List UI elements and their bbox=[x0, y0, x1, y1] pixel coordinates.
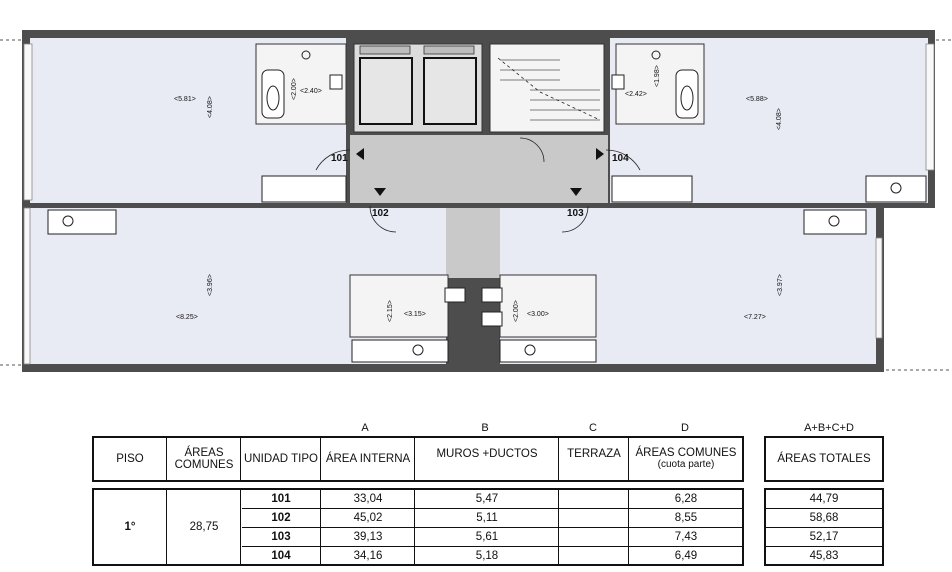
header-total: ÁREAS TOTALES bbox=[764, 436, 884, 482]
column-letter-d: D bbox=[681, 422, 689, 434]
unit-cell: 104 bbox=[271, 549, 291, 562]
piso-value: 1° bbox=[124, 521, 136, 533]
unit-label-101: 101 bbox=[331, 153, 348, 164]
area-interna-cell: 34,16 bbox=[353, 549, 383, 562]
header-cuota-parte: (cuota parte) bbox=[657, 459, 715, 470]
muros-cell: 5,61 bbox=[475, 531, 499, 543]
dim-label: <2.40> bbox=[300, 88, 322, 95]
building-walls bbox=[22, 30, 935, 372]
comunes-cell: 6,49 bbox=[674, 549, 698, 562]
total-cell: 58,68 bbox=[809, 512, 839, 524]
bath-102 bbox=[349, 274, 449, 338]
comunes-cell: 6,28 bbox=[674, 493, 698, 505]
header-area-interna: ÁREA INTERNA bbox=[325, 453, 411, 465]
dim-label: <5.88> bbox=[746, 96, 768, 103]
terraza-cell bbox=[560, 509, 628, 527]
dim-label: <1.98> bbox=[654, 65, 661, 87]
dim-label: <3.97> bbox=[777, 274, 784, 296]
elevator-2 bbox=[423, 57, 477, 125]
dim-label: <8.25> bbox=[176, 314, 198, 321]
common-hall bbox=[350, 135, 608, 203]
header-terraza: TERRAZA bbox=[567, 448, 621, 460]
terraza-cell bbox=[560, 490, 628, 508]
muros-cell: 5,47 bbox=[475, 493, 499, 505]
unit-label-104: 104 bbox=[612, 153, 629, 164]
area-interna-cell: 33,04 bbox=[353, 493, 383, 505]
unit-label-103: 103 bbox=[567, 208, 584, 219]
dim-label: <4.08> bbox=[207, 96, 214, 118]
column-letter-c: C bbox=[589, 422, 597, 434]
staircase bbox=[489, 43, 605, 133]
dim-label: <4.08> bbox=[776, 108, 783, 130]
area-interna-cell: 39,13 bbox=[353, 531, 383, 543]
common-corridor bbox=[446, 208, 500, 278]
unit-cell: 103 bbox=[271, 531, 291, 543]
comunes-cell: 8,55 bbox=[674, 512, 698, 524]
unit-cell: 102 bbox=[271, 512, 291, 524]
dim-label: <3.15> bbox=[404, 311, 426, 318]
dim-label: <3.00> bbox=[527, 311, 549, 318]
total-cell: 45,83 bbox=[809, 549, 839, 562]
header-areas-comunes-line2: COMUNES bbox=[174, 459, 234, 471]
terraza-cell bbox=[560, 528, 628, 546]
unit-label-102: 102 bbox=[372, 208, 389, 219]
column-letter-b: B bbox=[481, 422, 489, 434]
dim-label: <3.96> bbox=[207, 274, 214, 296]
dim-label: <2.00> bbox=[291, 78, 298, 100]
totals-block: 44,79 58,68 52,17 45,83 bbox=[764, 488, 884, 566]
column-letter-a: A bbox=[361, 422, 369, 434]
header-muros-ductos: MUROS +DUCTOS bbox=[436, 448, 538, 460]
header-row: PISO ÁREAS COMUNES UNIDAD TIPO ÁREA INTE… bbox=[92, 436, 744, 482]
terraza-cell bbox=[560, 547, 628, 564]
dim-label: <2.15> bbox=[387, 300, 394, 322]
muros-cell: 5,11 bbox=[476, 512, 498, 524]
dim-label: <2.42> bbox=[625, 91, 647, 98]
unit-cell: 101 bbox=[271, 493, 291, 505]
data-block: 1° 28,75 101 33,04 5,47 6,28 102 45,02 5… bbox=[92, 488, 744, 566]
areas-comunes-value: 28,75 bbox=[189, 521, 219, 533]
floor-plan: 101 104 102 103 <5.81> <4.08> <2.00> <2.… bbox=[0, 30, 952, 372]
bath-103 bbox=[499, 274, 597, 338]
dim-label: <2.00> bbox=[513, 300, 520, 322]
dim-label: <5.81> bbox=[174, 96, 196, 103]
total-cell: 52,17 bbox=[809, 531, 839, 543]
elevator-1 bbox=[359, 57, 413, 125]
muros-cell: 5,18 bbox=[475, 549, 499, 562]
area-table: A B C D A+B+C+D PISO ÁREAS COMUNES UNIDA… bbox=[0, 400, 952, 572]
header-areas-comunes-d: ÁREAS COMUNES (cuota parte) bbox=[630, 438, 742, 480]
header-piso: PISO bbox=[116, 453, 144, 465]
header-areas-comunes: ÁREAS COMUNES bbox=[168, 438, 240, 480]
dim-label: <7.27> bbox=[744, 314, 766, 321]
column-letter-total: A+B+C+D bbox=[804, 422, 854, 434]
header-areas-totales: ÁREAS TOTALES bbox=[777, 453, 871, 465]
header-areas-comunes-d-line1: ÁREAS COMUNES bbox=[635, 447, 737, 459]
area-interna-cell: 45,02 bbox=[353, 512, 383, 524]
header-unidad-tipo: UNIDAD TIPO bbox=[244, 453, 318, 465]
total-cell: 44,79 bbox=[809, 493, 839, 505]
comunes-cell: 7,43 bbox=[674, 531, 698, 543]
header-areas-comunes-line1: ÁREAS bbox=[184, 447, 224, 459]
